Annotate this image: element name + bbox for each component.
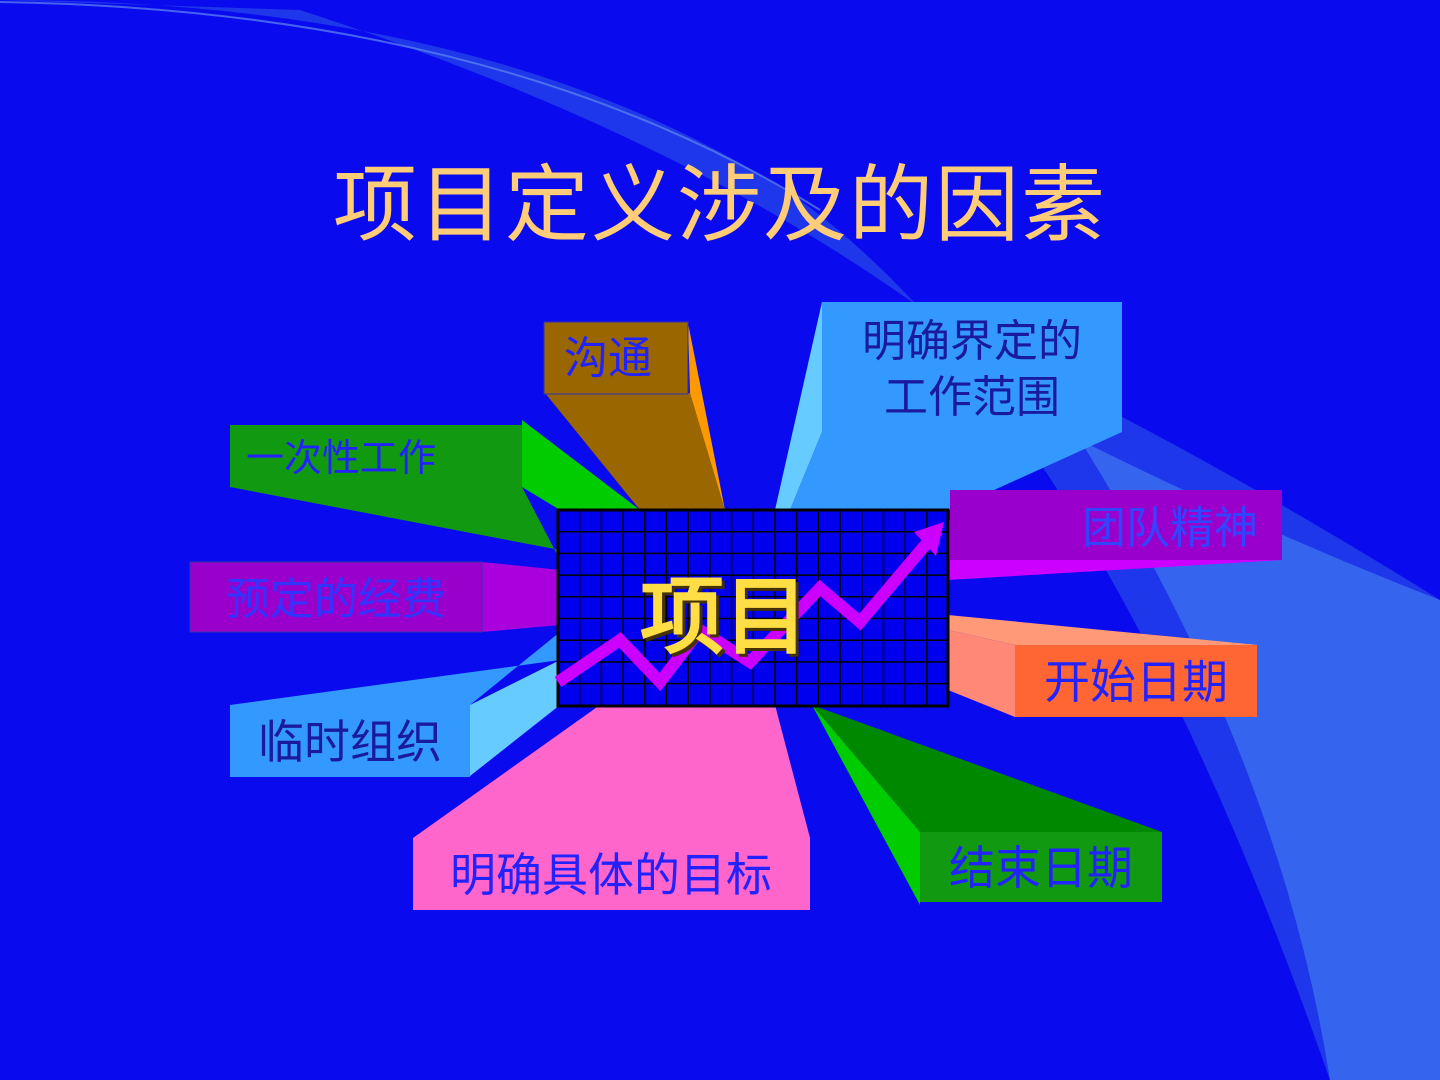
start-beam — [948, 615, 1258, 645]
once-beam-side — [522, 420, 640, 510]
start-box — [1015, 645, 1257, 717]
temp-box — [230, 705, 470, 777]
once-beam — [230, 487, 560, 560]
scope-label-line1: 明确界定的 — [862, 316, 1082, 367]
background-arc-edge — [0, 1, 821, 211]
team-label: 团队精神 — [1082, 503, 1258, 554]
center-project-label: 项目 — [640, 568, 809, 666]
goutong-beam — [545, 393, 725, 510]
end-beam — [812, 705, 1162, 832]
goal-beam — [413, 705, 810, 838]
slide-title: 项目定义涉及的因素 — [332, 156, 1107, 254]
start-label: 开始日期 — [1044, 655, 1228, 709]
trend-arrow-head — [914, 522, 944, 556]
once-box — [230, 425, 522, 487]
end-label: 结束日期 — [949, 841, 1133, 895]
budget-beam — [482, 562, 560, 632]
temp-label: 临时组织 — [258, 715, 442, 769]
end-box — [920, 832, 1162, 902]
temp-beam-side — [470, 660, 560, 776]
scope-beam-bottom — [790, 432, 1122, 510]
scope-label-line2: 工作范围 — [884, 372, 1060, 423]
center-grid-box — [554, 508, 950, 708]
background-arc-right — [1080, 440, 1440, 1080]
team-box — [950, 490, 1282, 560]
budget-box — [189, 561, 483, 633]
start-beam-lower — [948, 630, 1015, 717]
goutong-beam-side — [688, 323, 725, 510]
once-label: 一次性工作 — [246, 436, 436, 480]
scope-box — [822, 302, 1122, 432]
goal-box — [413, 838, 810, 910]
trend-arrow-line — [554, 526, 943, 692]
scope-beam — [775, 302, 822, 510]
end-beam-side — [812, 705, 920, 905]
goutong-label: 沟通 — [564, 333, 652, 384]
budget-label: 预定的经费 — [226, 574, 446, 625]
goutong-box — [543, 321, 689, 395]
goal-label: 明确具体的目标 — [450, 848, 772, 902]
temp-beam — [230, 632, 560, 705]
